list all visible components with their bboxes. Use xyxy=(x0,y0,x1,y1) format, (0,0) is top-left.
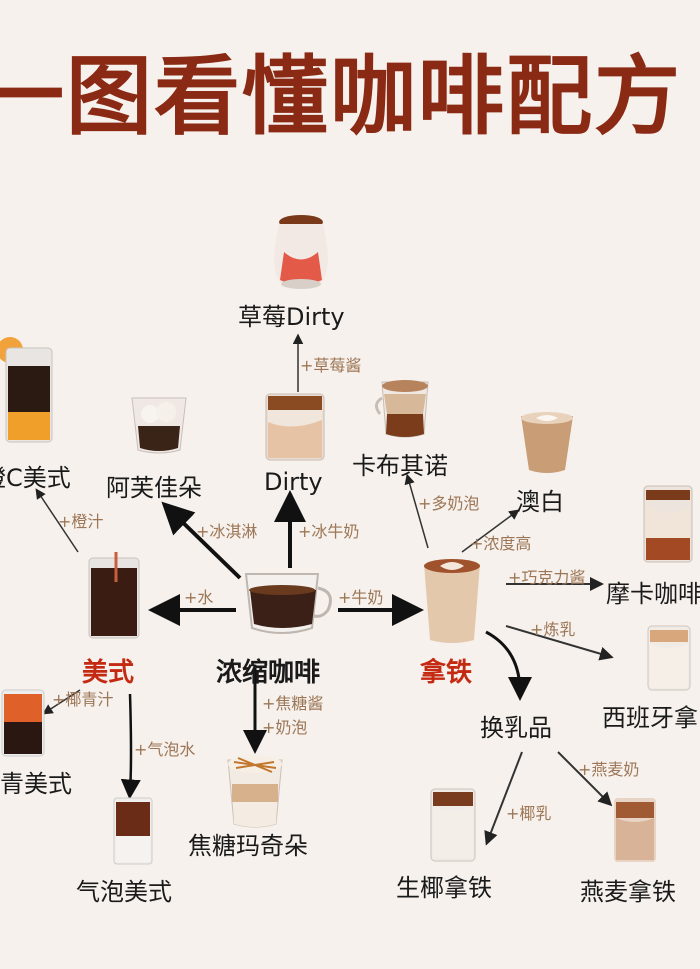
node-americano: 美式 xyxy=(82,658,135,688)
add-more-foam: +多奶泡 xyxy=(418,494,480,513)
dirty-cup-image xyxy=(265,393,325,461)
node-strawberry-dirty: 草莓Dirty xyxy=(238,303,345,331)
add-caramel-sauce: +焦糖酱 xyxy=(262,694,324,713)
arrow-latte-spanish xyxy=(505,625,614,661)
arrow-swap-coconut xyxy=(484,751,523,846)
add-orange-juice: +橙汁 xyxy=(58,512,104,531)
add-ice-cream: +冰淇淋 xyxy=(196,522,258,541)
node-cappuccino: 卡布其诺 xyxy=(352,452,448,480)
add-milk-foam: +奶泡 xyxy=(262,718,308,737)
node-swap-milk: 换乳品 xyxy=(480,714,552,742)
node-coconut-latte: 生椰拿铁 xyxy=(396,874,492,902)
node-affogato: 阿芙佳朵 xyxy=(106,474,202,502)
caramel-macchiato-cup-image xyxy=(227,755,283,828)
sparkling-americano-cup-image xyxy=(113,797,153,865)
oat-latte-cup-image xyxy=(614,798,656,862)
flat-white-cup-image xyxy=(521,412,573,473)
add-coconut-milk: +椰乳 xyxy=(506,804,552,823)
orange-americano-cup-image xyxy=(0,337,53,443)
add-chocolate-sauce: +巧克力酱 xyxy=(508,568,586,587)
add-higher-concentration: +浓度高 xyxy=(470,534,532,553)
coconut-latte-cup-image xyxy=(430,788,476,862)
node-sparkling-americano: 气泡美式 xyxy=(76,878,172,906)
add-condensed-milk: +炼乳 xyxy=(530,620,576,639)
arrow-latte-flatwhite xyxy=(461,509,520,553)
arrow-espresso-affogato xyxy=(161,501,242,580)
add-water: +水 xyxy=(184,588,214,607)
arrow-swap-oat xyxy=(557,751,613,807)
node-mocha: 摩卡咖啡 xyxy=(606,580,700,608)
page-title: 一图看懂咖啡配方 xyxy=(0,18,700,138)
coconut-americano-cup-image xyxy=(1,689,45,757)
node-espresso: 浓缩咖啡 xyxy=(216,658,321,688)
node-latte: 拿铁 xyxy=(420,658,473,688)
arrow-americano-orange xyxy=(35,488,79,553)
arrow-americano-sparkling xyxy=(120,693,141,800)
node-flat-white: 澳白 xyxy=(516,488,564,516)
add-oat-milk: +燕麦奶 xyxy=(578,760,640,779)
add-cold-milk: +冰牛奶 xyxy=(298,522,360,541)
add-milk: +牛奶 xyxy=(338,588,384,607)
cappuccino-cup-image xyxy=(375,380,429,438)
arrow-latte-swapmilk xyxy=(485,630,532,701)
node-oat-latte: 燕麦拿铁 xyxy=(580,878,676,906)
node-orange-americano: 橙C美式 xyxy=(0,464,71,492)
strawberry-dirty-cup-image xyxy=(274,215,328,289)
mocha-cup-image xyxy=(643,485,693,563)
node-caramel-macchiato: 焦糖玛奇朵 xyxy=(188,832,308,860)
add-sparkling-water: +气泡水 xyxy=(134,740,196,759)
node-coconut-americano: 青美式 xyxy=(0,770,72,798)
americano-cup-image xyxy=(88,552,140,639)
add-coconut-water: +椰青汁 xyxy=(52,690,114,709)
espresso-cup-image xyxy=(244,573,332,634)
node-dirty: Dirty xyxy=(264,468,323,496)
add-strawberry-jam: +草莓酱 xyxy=(300,356,362,375)
page-title-text: 一图看懂咖啡配方 xyxy=(0,47,682,138)
arrow-americano-coconut xyxy=(42,689,81,715)
arrow-latte-cappuccino xyxy=(404,473,429,549)
spanish-latte-cup-image xyxy=(647,625,691,691)
affogato-cup-image xyxy=(131,397,187,454)
node-spanish-latte: 西班牙拿 xyxy=(602,704,698,732)
latte-cup-image xyxy=(424,559,480,643)
